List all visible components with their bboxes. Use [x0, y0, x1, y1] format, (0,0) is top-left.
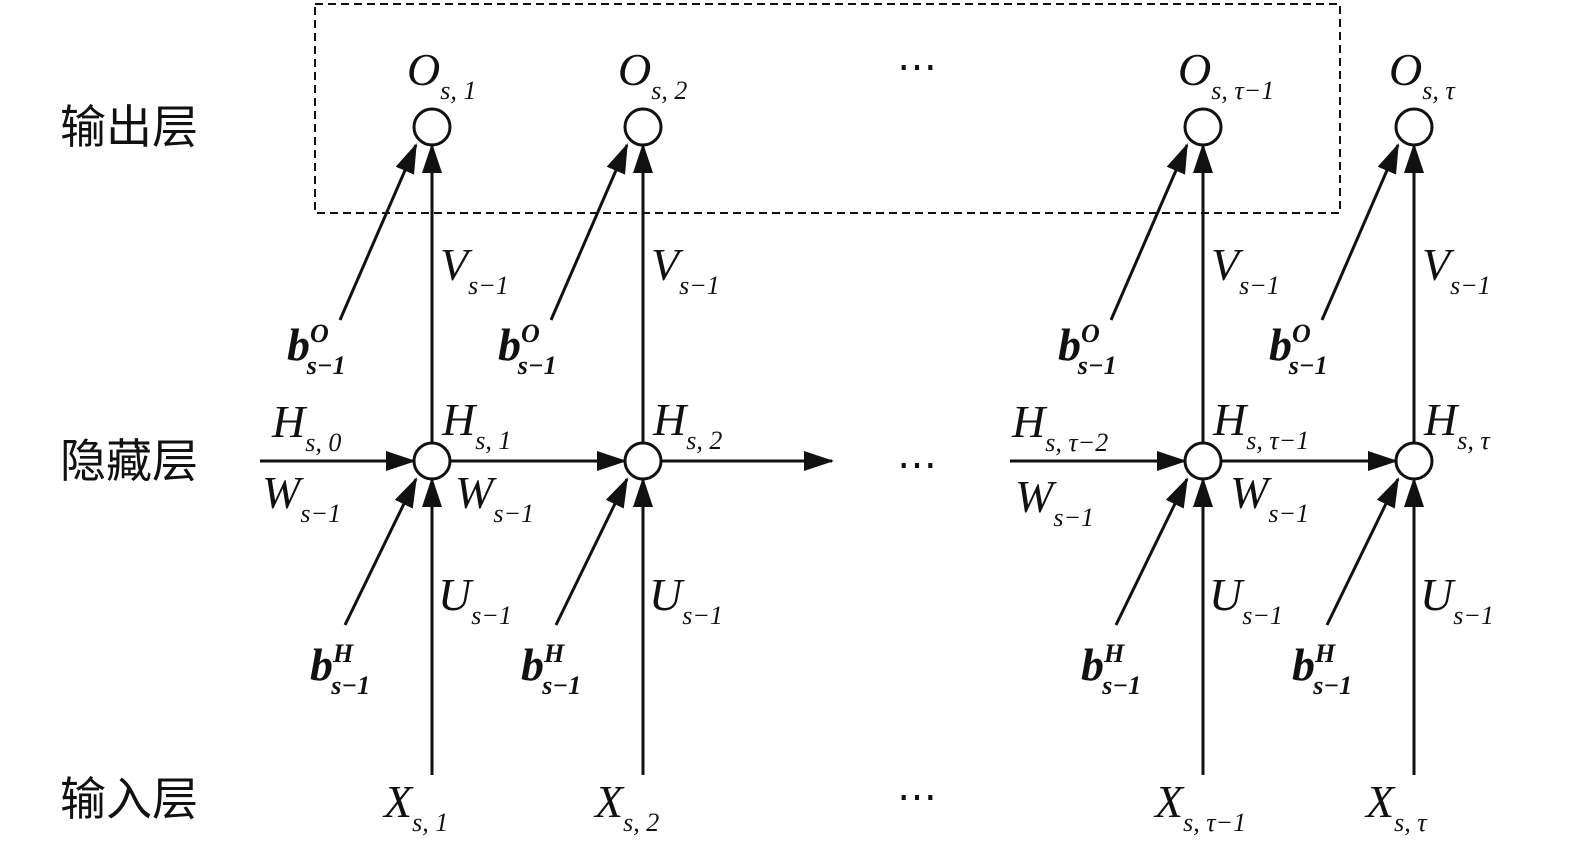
v-weight-label: Vs−1 — [651, 239, 720, 300]
output-bias-arrow — [1320, 143, 1400, 321]
ellipsis-output: ⋯ — [897, 44, 937, 89]
output-bias-arrow — [1109, 143, 1189, 321]
output-label: Os, τ — [1389, 44, 1456, 105]
hidden-bias-arrow — [1325, 477, 1400, 626]
output-bias-arrow — [338, 143, 418, 321]
output-label: Os, τ−1 — [1178, 44, 1274, 105]
hidden-label: Hs, τ — [1423, 394, 1491, 455]
row-label-input: 输入层 — [60, 772, 198, 826]
input-label: Xs, τ — [1364, 776, 1428, 837]
hidden-node — [1394, 441, 1434, 481]
hidden-label: Hs, 2 — [652, 394, 722, 455]
hidden-bias-arrow — [554, 477, 629, 626]
prev-hidden-label: Hs, τ−2 — [1011, 396, 1108, 457]
output-node — [1183, 107, 1223, 147]
hidden-bias-arrow — [343, 477, 418, 626]
w-weight-label: Ws−1 — [455, 467, 534, 528]
ellipsis-input: ⋯ — [897, 774, 937, 819]
hidden-node — [1183, 441, 1223, 481]
v-weight-label: Vs−1 — [1422, 239, 1491, 300]
output-node — [623, 107, 663, 147]
input-label: Xs, τ−1 — [1153, 776, 1246, 837]
v-weight-label: Vs−1 — [1211, 239, 1280, 300]
input-label: Xs, 2 — [593, 776, 659, 837]
u-weight-label: Us−1 — [438, 569, 512, 630]
w-weight-label: Ws−1 — [262, 467, 341, 528]
row-label-hidden: 隐藏层 — [60, 434, 198, 488]
output-label: Os, 1 — [407, 44, 476, 105]
hidden-bias-arrow — [1114, 477, 1189, 626]
output-label: Os, 2 — [618, 44, 687, 105]
output-bias-arrow — [549, 143, 629, 321]
output-node — [412, 107, 452, 147]
u-weight-label: Us−1 — [1420, 569, 1494, 630]
hidden-node — [412, 441, 452, 481]
w-weight-label: Ws−1 — [1230, 467, 1309, 528]
output-layer-dashed-box — [314, 3, 1341, 214]
hidden-label: Hs, τ−1 — [1212, 394, 1309, 455]
v-weight-label: Vs−1 — [440, 239, 509, 300]
input-label: Xs, 1 — [382, 776, 448, 837]
u-weight-label: Us−1 — [1209, 569, 1283, 630]
initial-hidden-label: Hs, 0 — [271, 396, 341, 457]
hidden-label: Hs, 1 — [441, 394, 511, 455]
w-weight-label: Ws−1 — [1015, 471, 1094, 532]
u-weight-label: Us−1 — [649, 569, 723, 630]
row-label-output: 输出层 — [60, 100, 198, 154]
ellipsis-hidden: ⋯ — [897, 442, 937, 487]
output-node — [1394, 107, 1434, 147]
hidden-node — [623, 441, 663, 481]
